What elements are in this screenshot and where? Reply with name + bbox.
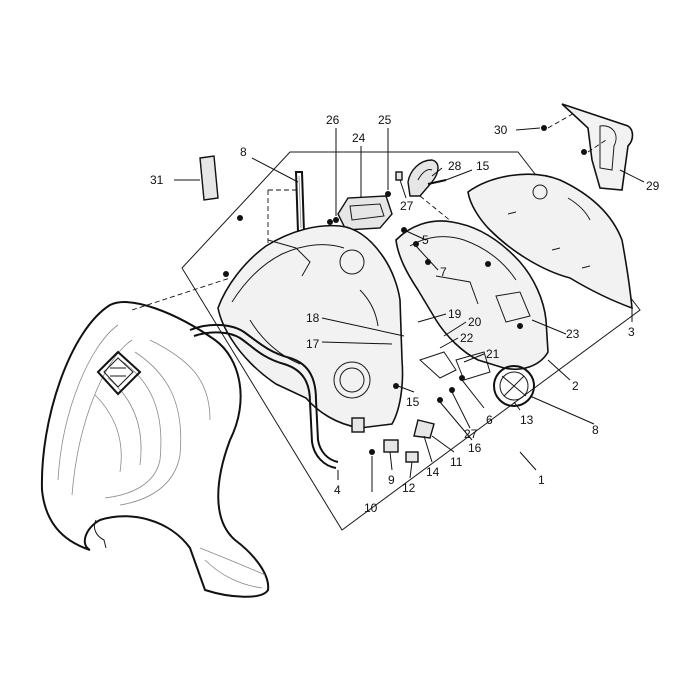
callout-16: 16 [468, 441, 482, 455]
callout-1: 1 [538, 473, 545, 487]
callout-12: 12 [402, 481, 416, 495]
callout-15-mid: 15 [406, 395, 420, 409]
callout-14: 14 [426, 465, 440, 479]
leader-23 [531, 319, 567, 335]
leader-8-top [251, 157, 299, 183]
leader-20 [443, 321, 467, 337]
callout-27-top: 27 [400, 199, 414, 213]
callout-22: 22 [460, 331, 474, 345]
leader-15-mid [397, 385, 415, 393]
leader-18 [321, 317, 405, 337]
leader-27-low [451, 391, 471, 429]
callout-30: 30 [494, 123, 508, 137]
callout-19: 19 [448, 307, 462, 321]
assembly-line-28 [419, 195, 453, 223]
callout-2: 2 [572, 379, 579, 393]
leader-15-top [445, 169, 473, 181]
callout-17: 17 [306, 337, 320, 351]
part-lower-brackets [351, 351, 491, 463]
callout-5: 5 [422, 233, 429, 247]
callout-20: 20 [468, 315, 482, 329]
part-28-clip [395, 159, 447, 197]
leader-29 [619, 169, 645, 183]
assembly-line-shield [131, 277, 231, 311]
leader-6 [461, 379, 485, 409]
leader-11 [431, 435, 455, 453]
part-31-block [199, 155, 219, 201]
leader-22 [439, 337, 459, 349]
callout-10: 10 [364, 501, 378, 515]
callout-27-low: 27 [464, 427, 478, 441]
leader-17 [321, 341, 393, 345]
assembly-line-29 [547, 111, 607, 153]
callout-25: 25 [378, 113, 392, 127]
callout-24: 24 [352, 131, 366, 145]
callout-7: 7 [440, 265, 447, 279]
callout-8-top: 8 [240, 145, 247, 159]
callout-11: 11 [450, 455, 463, 469]
callout-29: 29 [646, 179, 660, 193]
part-console-body [395, 220, 549, 370]
leader-12 [409, 461, 413, 479]
callout-3: 3 [628, 325, 635, 339]
callout-9: 9 [388, 473, 395, 487]
leader-16 [439, 401, 473, 441]
callout-23: 23 [566, 327, 580, 341]
callout-8-right: 8 [592, 423, 599, 437]
callout-26: 26 [326, 113, 340, 127]
leader-13 [513, 401, 521, 411]
leader-27-top [399, 179, 407, 199]
leader-7 [415, 245, 439, 271]
front-shield-part [40, 301, 270, 598]
part-24-bracket [333, 191, 393, 231]
leader-14 [423, 435, 433, 463]
leader-5 [403, 229, 427, 241]
part-1-inner-panel [217, 215, 404, 429]
leader-8-right [529, 395, 595, 425]
callout-18: 18 [306, 311, 320, 325]
part-8-strip [294, 171, 306, 233]
callout-31: 31 [150, 173, 164, 187]
part-13-vent-ring [493, 365, 535, 407]
callout-15-top: 15 [476, 159, 490, 173]
leader-30 [515, 127, 541, 131]
callout-4: 4 [334, 483, 341, 497]
leader-21 [463, 353, 485, 363]
callout-6: 6 [486, 413, 493, 427]
leader-28 [431, 167, 443, 177]
leader-2 [547, 359, 571, 381]
callout-21: 21 [486, 347, 500, 361]
callout-13: 13 [520, 413, 534, 427]
leader-19 [417, 313, 447, 323]
leader-9 [389, 451, 393, 471]
leader-1 [519, 451, 537, 471]
part-4-pipe [189, 324, 339, 469]
callout-28: 28 [448, 159, 462, 173]
part-29-cover [541, 103, 634, 191]
part-3-rear-panel [467, 173, 633, 310]
